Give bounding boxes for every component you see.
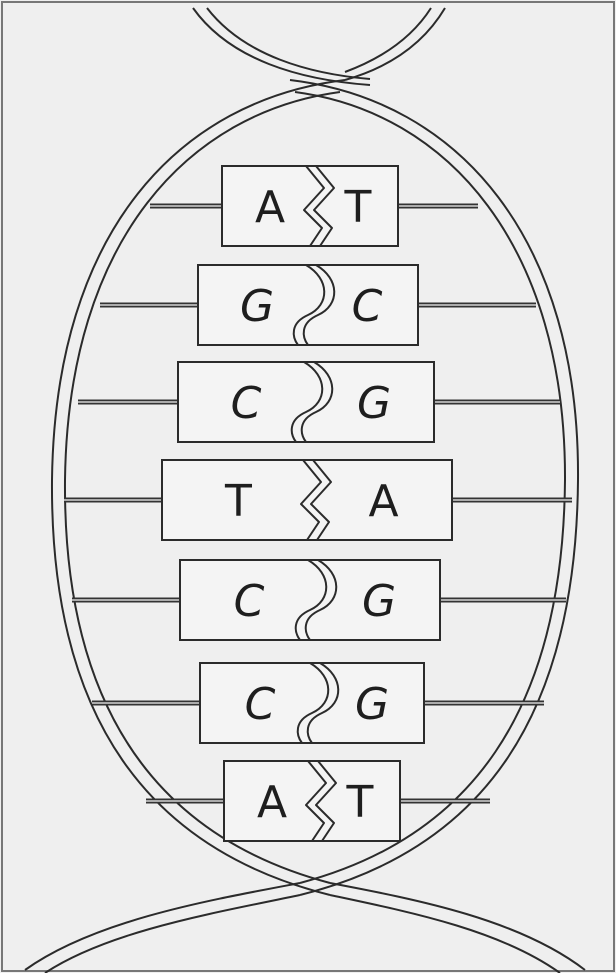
base-pair-box — [200, 663, 424, 743]
base-pair-box — [222, 166, 398, 246]
base-right: A — [368, 476, 398, 527]
base-right: T — [344, 182, 372, 233]
base-pair-box — [178, 362, 434, 442]
base-left: C — [245, 679, 276, 730]
base-left: G — [240, 281, 274, 332]
base-left: C — [234, 576, 265, 627]
base-left: A — [257, 777, 287, 828]
base-left: A — [255, 182, 285, 233]
base-right: G — [355, 679, 389, 730]
base-pair-box — [180, 560, 440, 640]
base-left: T — [224, 476, 252, 527]
base-pair-box — [162, 460, 452, 540]
base-pair-box — [198, 265, 418, 345]
base-right: T — [346, 777, 374, 828]
base-right: C — [352, 281, 383, 332]
base-right: G — [362, 576, 396, 627]
base-left: C — [231, 378, 262, 429]
base-right: G — [357, 378, 391, 429]
base-pair-box — [224, 761, 400, 841]
